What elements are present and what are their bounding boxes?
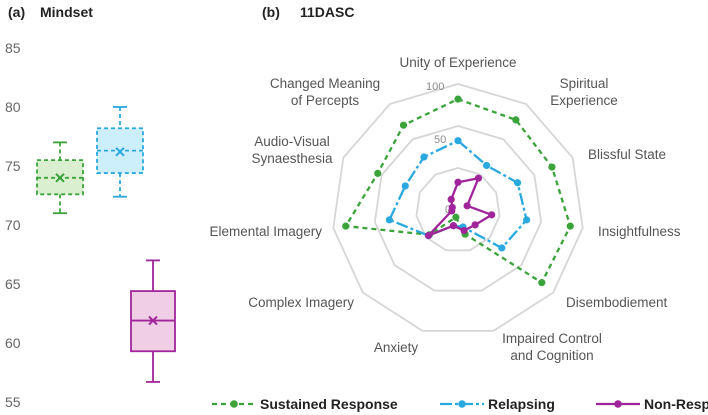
panel-b-label: (b) [262,4,280,20]
ring-label-100: 100 [426,81,444,93]
legend-label-non-response: Non-Response [644,396,708,412]
axis-label-complex-imagery: Complex Imagery [248,295,354,310]
point-sustained-response-9 [374,169,382,177]
point-sustained-response-0 [454,95,462,103]
axis-label-unity-of-experience: Unity of Experience [399,55,516,70]
point-relapsing-4 [498,244,506,252]
point-non-response-9 [448,203,456,211]
point-non-response-3 [488,211,496,219]
ring-label-50: 50 [434,134,446,146]
legend-label-relapsing: Relapsing [488,396,555,412]
point-sustained-response-6 [452,213,460,221]
mean-marker [148,315,158,326]
point-relapsing-3 [522,216,531,224]
legend: Sustained Response Relapsing Non-Response [212,396,708,412]
point-relapsing-0 [454,137,462,145]
grid-ring-1 [373,125,543,292]
mean-marker [55,173,65,183]
box-sustained-response [36,141,84,215]
point-relapsing-1 [483,161,491,170]
legend-swatch-marker [458,400,466,408]
panel-a-title: Mindset [40,4,93,20]
legend-item-sustained-response: Sustained Response [212,396,398,412]
axis-label-disembodiement: Disembodiement [566,295,668,310]
axis-label-blissful-state: Blissful State [588,147,666,162]
point-non-response-0 [454,178,462,186]
point-sustained-response-4 [538,279,546,287]
series-non-response [424,174,496,240]
point-non-response-4 [471,221,479,229]
y-tick-label-70: 70 [5,217,21,233]
y-tick-label-60: 60 [5,335,21,351]
panel-b-title: 11DASC [300,4,354,20]
point-non-response-10 [447,195,455,204]
point-relapsing-2 [513,179,522,187]
legend-swatch-marker [230,400,238,408]
legend-item-relapsing: Relapsing [440,396,555,412]
point-relapsing-10 [420,153,428,161]
point-sustained-response-10 [399,121,408,129]
point-non-response-2 [463,202,471,210]
panel-a-label: (a) [8,4,25,20]
axis-label-insightfulness: Insightfulness [598,224,681,239]
axis-label-elemental-imagery: Elemental Imagery [209,224,322,239]
series-relapsing [385,137,531,252]
point-sustained-response-2 [548,163,556,171]
grid-ring-2 [415,167,501,252]
box-non-response [130,259,176,383]
series-line-relapsing [388,139,528,250]
point-relapsing-8 [385,216,394,224]
y-tick-label-65: 65 [5,276,21,292]
y-tick-label-55: 55 [5,394,21,410]
legend-swatch-marker [614,400,622,408]
point-relapsing-9 [401,182,409,190]
y-tick-label-75: 75 [5,158,21,174]
y-tick-label-85: 85 [5,40,21,56]
point-non-response-7 [424,231,433,240]
y-tick-label-80: 80 [5,99,21,115]
legend-label-sustained-response: Sustained Response [260,396,398,412]
series-sustained-response [342,95,574,287]
axis-label-anxiety: Anxiety [374,340,419,355]
point-non-response-5 [460,226,468,235]
mindset-boxplot: 55 60 65 70 75 80 85 [5,40,176,410]
legend-item-non-response: Non-Response [596,396,708,412]
point-sustained-response-1 [512,116,520,124]
point-non-response-1 [474,174,483,182]
point-sustained-response-8 [342,222,350,230]
grid-ring-0 [332,83,584,332]
point-sustained-response-3 [566,222,574,230]
mean-marker [115,147,125,157]
ring-label-0: 0 [445,204,451,216]
point-non-response-6 [449,222,457,230]
box-relapsing [96,106,144,198]
